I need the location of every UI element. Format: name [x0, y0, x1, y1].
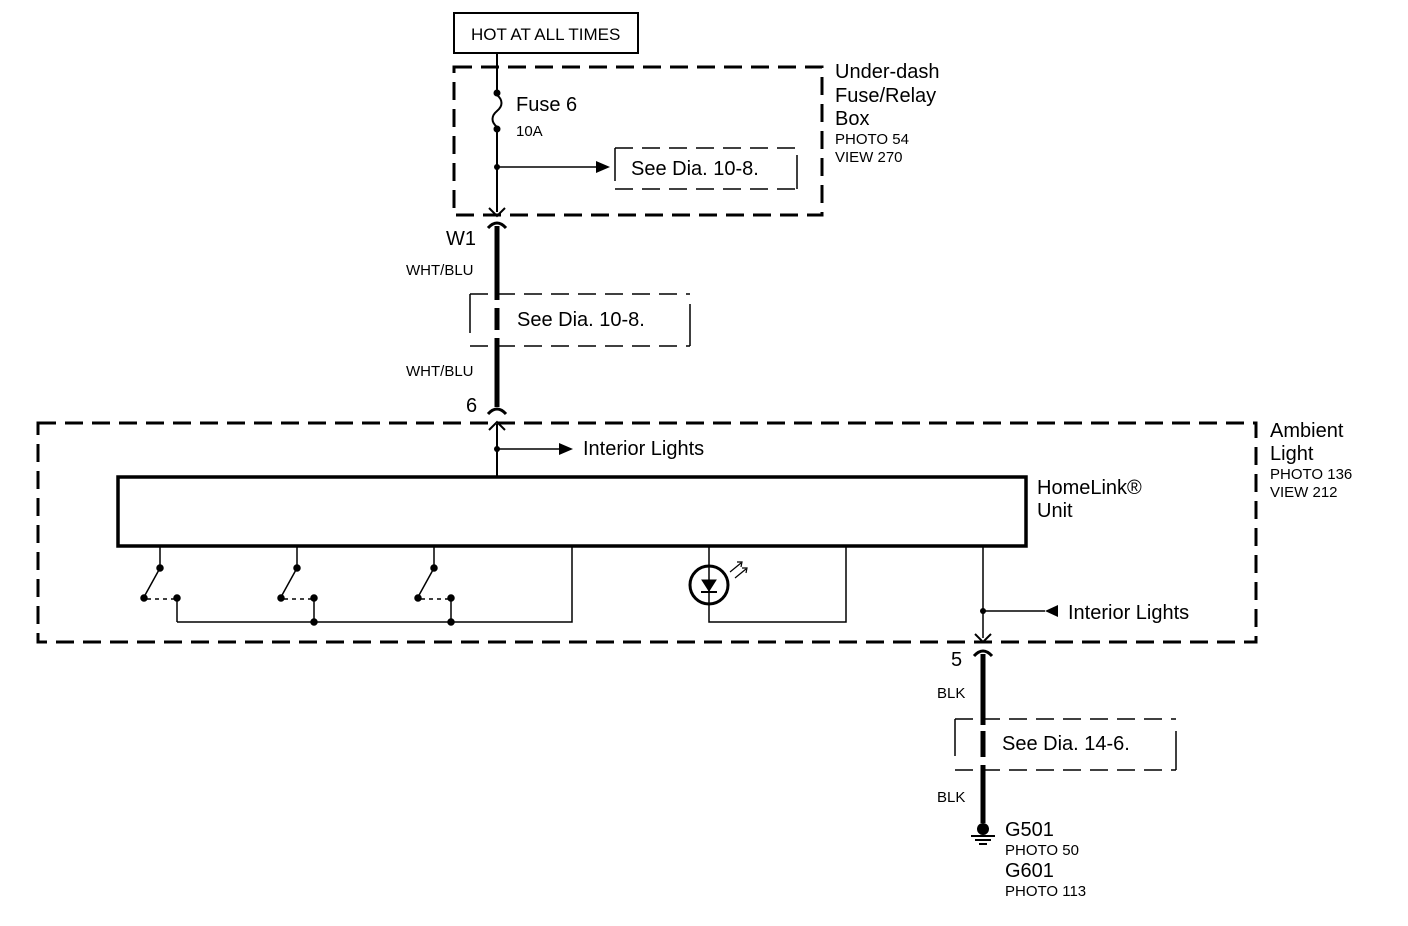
fuse-box-outline: [452, 65, 824, 217]
ground-icon: [971, 823, 995, 845]
connector-6-female: [486, 407, 508, 416]
ambient-light-outline: [36, 421, 1258, 644]
fuse-rating: 10A: [516, 123, 543, 140]
ground-2-photo: PHOTO 113: [1005, 883, 1086, 900]
connector-5-male: [974, 633, 992, 644]
fuse-box-name-line-2: Fuse/Relay: [835, 85, 936, 107]
wire-color-top-upper: WHT/BLU: [406, 262, 474, 279]
ground-1-id: G501: [1005, 819, 1054, 841]
see-diagram-wire-label: See Dia. 10-8.: [517, 309, 645, 331]
homelink-unit-line-1: HomeLink®: [1037, 477, 1142, 499]
wire-color-bottom-lower: BLK: [937, 789, 965, 806]
fuse-symbol: [491, 89, 503, 133]
see-diagram-ground-label: See Dia. 14-6.: [1002, 733, 1130, 755]
connector-w1-female: [486, 221, 508, 230]
led-return-wire: [708, 546, 847, 623]
fuse-box-name-line-1: Under-dash: [835, 61, 940, 83]
fuse-box-view: VIEW 270: [835, 149, 903, 166]
connector-5-female: [972, 649, 994, 658]
switch-3: [414, 546, 455, 626]
switch-common-wire: [177, 546, 573, 623]
power-source-box: [453, 12, 639, 54]
ambient-light-photo: PHOTO 136: [1270, 466, 1352, 483]
homelink-unit-box: [116, 475, 1028, 548]
fuse-box-name-line-3: Box: [835, 108, 869, 130]
fuse-box-photo: PHOTO 54: [835, 131, 909, 148]
led-icon: [688, 546, 748, 606]
see-diagram-mask: [478, 300, 690, 342]
arrow-left-icon: [1045, 605, 1058, 617]
power-source-label: HOT AT ALL TIMES: [471, 25, 620, 44]
ambient-light-name-line-1: Ambient: [1270, 420, 1344, 442]
arrow-right-icon: [559, 443, 573, 455]
switch-2: [277, 546, 318, 626]
ambient-light-name-line-2: Light: [1270, 443, 1314, 465]
see-diagram-ground-mask: [964, 725, 1176, 765]
interior-lights-bottom-label: Interior Lights: [1068, 602, 1189, 624]
interior-lights-top-label: Interior Lights: [583, 438, 704, 460]
fuse-label: Fuse 6: [516, 94, 577, 116]
switch-1: [140, 546, 181, 622]
ground-1-photo: PHOTO 50: [1005, 842, 1079, 859]
ambient-light-view: VIEW 212: [1270, 484, 1338, 501]
ground-2-id: G601: [1005, 860, 1054, 882]
connector-6-pin: 6: [466, 395, 477, 417]
arrow-head-icon: [596, 161, 610, 173]
connector-w1-male: [488, 207, 506, 218]
see-diagram-box-wire: [469, 293, 691, 347]
wire-color-top-lower: WHT/BLU: [406, 363, 474, 380]
see-diagram-box-fuse: [614, 147, 798, 190]
connector-5-pin: 5: [951, 649, 962, 671]
see-diagram-fuse-label: See Dia. 10-8.: [631, 158, 759, 180]
homelink-unit-line-2: Unit: [1037, 500, 1073, 522]
wire-color-bottom-upper: BLK: [937, 685, 965, 702]
connector-w1-pin: W1: [446, 228, 476, 250]
see-diagram-box-ground: [954, 718, 1177, 771]
